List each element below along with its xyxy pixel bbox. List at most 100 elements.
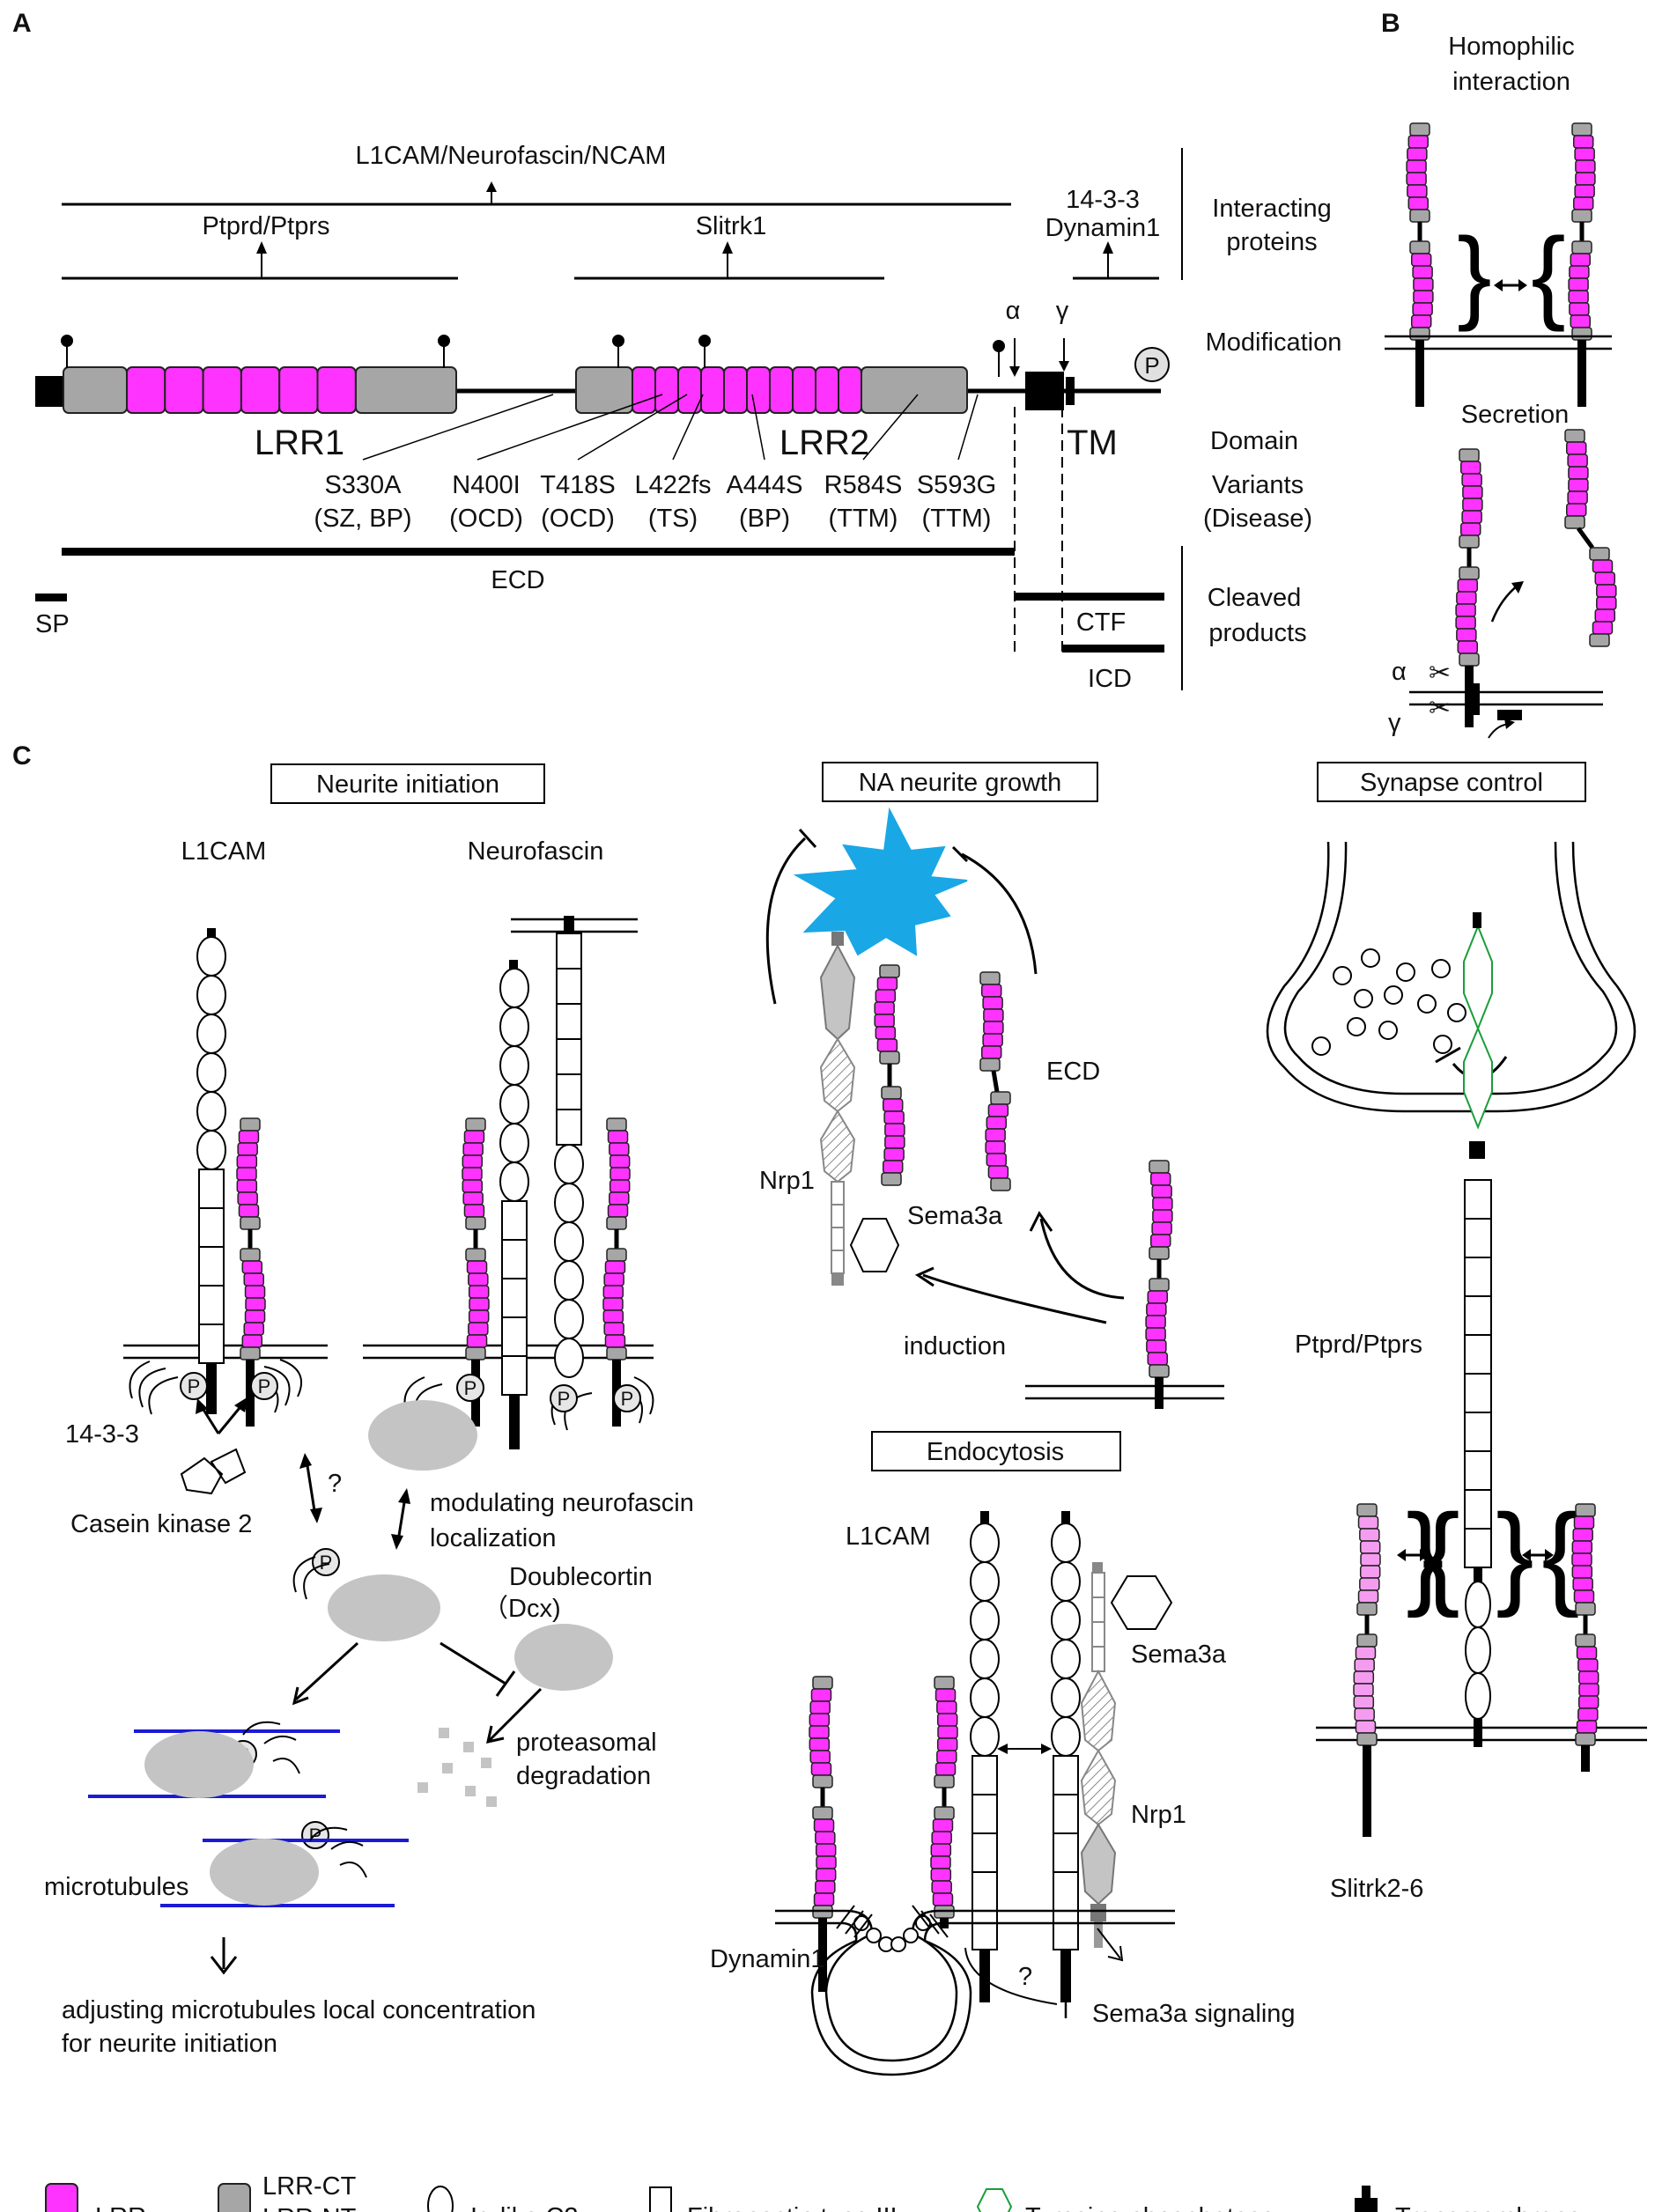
ig-domain (554, 1260, 584, 1301)
signaling-label: Sema3a signaling (1092, 2000, 1296, 2028)
variant-disease: (SZ, BP) (314, 505, 411, 533)
lrr-cap (1571, 240, 1592, 254)
fn3-domain (556, 1038, 582, 1075)
dynamin-label: Dynamin1 (710, 1945, 825, 1973)
ecd-label: ECD (1046, 1058, 1100, 1086)
microtubules-label: microtubules (44, 1873, 188, 1901)
fn3-domain (501, 1278, 528, 1318)
lrr-repeat (1456, 591, 1477, 605)
ig-domain (499, 1045, 529, 1086)
lrr-cap (465, 1346, 486, 1360)
ptprd-label: Ptprd/Ptprs (202, 212, 329, 240)
lrr-repeat (604, 1260, 626, 1274)
adaptor-line1: 14-3-3 (1066, 186, 1140, 214)
l1cam-group-label: L1CAM/Neurofascin/NCAM (356, 142, 667, 170)
ig-domain (196, 1091, 226, 1132)
ig-domain (1051, 1523, 1081, 1563)
lrr-repeat (241, 1334, 263, 1348)
lrr-repeat (1410, 253, 1432, 267)
legend-fn3: Fibronectin type III (687, 2203, 898, 2212)
lrr-cap (881, 1086, 902, 1100)
lrr-repeat (1355, 1720, 1377, 1734)
endo-question: ? (1018, 1963, 1032, 1991)
phospho-label: P (621, 1388, 634, 1410)
lrr-repeat (1572, 135, 1594, 149)
lrr-repeat (935, 1688, 957, 1702)
svg-text:}: } (1457, 217, 1491, 333)
lrr-repeat (1461, 473, 1482, 487)
lrr-repeat (987, 1103, 1009, 1117)
lrr-repeat (1571, 1552, 1592, 1567)
variant-name: R584S (824, 471, 903, 499)
panel-b: B Homophilic interaction } { Secretion α… (1381, 9, 1617, 739)
phospho-label: P (258, 1375, 271, 1397)
endocytosis-section: Endocytosis L1CAM Sema3a Nrp1 Dynamin1 ?… (710, 1431, 1296, 2076)
homophilic-line1: Homophilic (1448, 33, 1574, 61)
lrr-cap (1149, 1160, 1170, 1174)
lrr-repeat (1565, 503, 1587, 517)
l1cam-molecule (196, 928, 226, 1414)
lrr-repeat (126, 366, 166, 414)
lrr-repeat (245, 1297, 266, 1311)
sema3a-label: Sema3a (907, 1202, 1003, 1230)
lrr-repeat (883, 1110, 905, 1124)
fn3-domain (1053, 1871, 1079, 1912)
fn3-legend-icon (649, 2186, 672, 2212)
lrr-repeat (1406, 159, 1427, 173)
lrr-repeat (1577, 1707, 1599, 1722)
lrr-repeat (1353, 1670, 1375, 1685)
lrr-cap (1564, 515, 1585, 529)
lrr-cap (1459, 566, 1480, 580)
lrr2-units (632, 366, 862, 414)
fn3-domain (556, 933, 582, 970)
endocytosis-title: Endocytosis (927, 1438, 1064, 1466)
lrr-repeat (1462, 498, 1483, 512)
lrr-cap (934, 1774, 955, 1788)
proteasome-fragments (417, 1728, 497, 1807)
ig-domain (554, 1183, 584, 1223)
lrr-repeat (243, 1322, 264, 1336)
proteasome-line1: proteasomal (516, 1729, 657, 1757)
lrr-repeat (1596, 584, 1617, 598)
phospho-icon (456, 1374, 484, 1402)
lrr-repeat (980, 984, 1002, 998)
lrr-repeat (236, 1167, 257, 1181)
lrr-repeat (1456, 628, 1477, 642)
lrr-repeat (1146, 1339, 1167, 1353)
variant-disease: (OCD) (541, 505, 615, 533)
neurite-initiation-title: Neurite initiation (316, 771, 499, 799)
lrr-repeat (1570, 314, 1592, 328)
fn3-domain (501, 1200, 528, 1241)
lrr-repeat (1357, 1589, 1379, 1604)
domain-structure: P α γ LRR1 LRR2 TM (35, 297, 1170, 462)
lrr-cap (1149, 1364, 1170, 1378)
lrr-repeat (1459, 522, 1481, 536)
sp-bar (35, 594, 67, 601)
row-domain: Domain (1210, 427, 1298, 455)
lrr-repeat (1596, 596, 1617, 610)
lrr-repeat (815, 366, 839, 414)
lrr-repeat (609, 1179, 631, 1193)
ptprd-molecule (1464, 1179, 1492, 1747)
endo-sema3a-label: Sema3a (1131, 1641, 1227, 1669)
ecd-bar (62, 548, 1015, 556)
lrr-repeat (238, 1204, 260, 1218)
lrr-repeat (1412, 302, 1433, 316)
tm-label: TM (1067, 424, 1118, 462)
lrr-repeat (1359, 1528, 1380, 1542)
synapse-title: Synapse control (1360, 769, 1543, 797)
lrr-repeat (809, 1750, 831, 1764)
lrr1-label: LRR1 (255, 424, 344, 462)
lrr-repeat (462, 1191, 484, 1206)
lrr-repeat (985, 1140, 1006, 1154)
ig-domain (1051, 1600, 1081, 1641)
phospho-icon (550, 1384, 578, 1412)
lrr-repeat (243, 1272, 264, 1287)
lrr-cap (606, 1346, 627, 1360)
lrr-repeat (1569, 302, 1590, 316)
lrr-cap (240, 1248, 261, 1262)
neuron-cell-icon (793, 807, 968, 956)
variant-name: S330A (324, 471, 402, 499)
modulating-line2: localization (430, 1524, 556, 1552)
ig-domain (499, 1006, 529, 1047)
